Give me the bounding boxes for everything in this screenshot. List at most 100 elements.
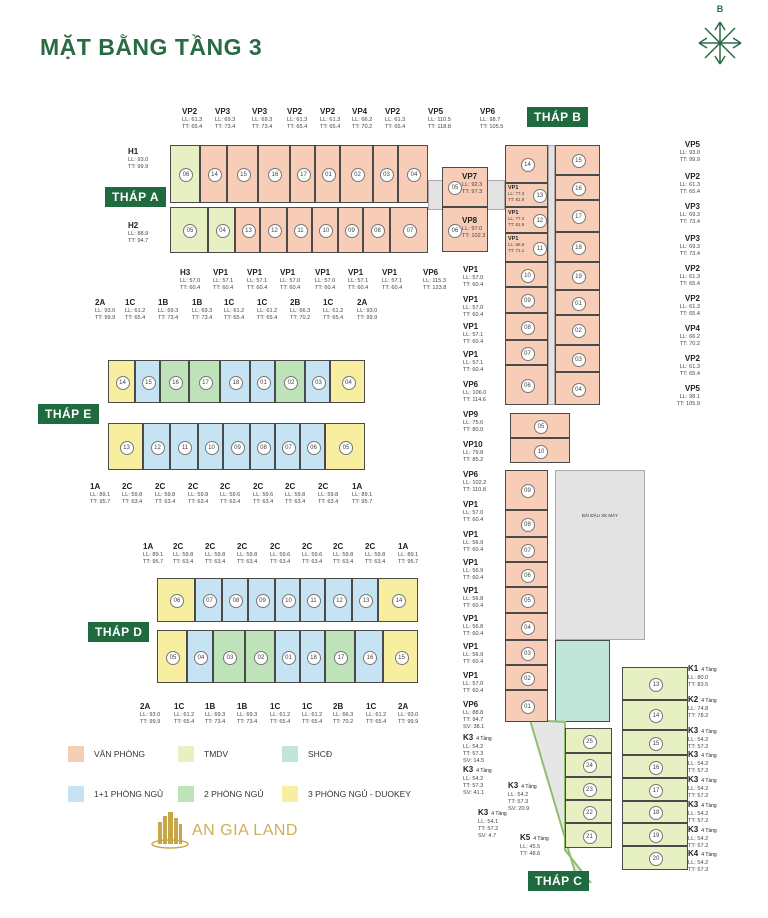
- unit[interactable]: 17: [622, 778, 688, 801]
- unit[interactable]: 01: [275, 630, 300, 683]
- unit[interactable]: 03: [555, 345, 600, 372]
- unit[interactable]: 07: [505, 537, 548, 562]
- unit[interactable]: 04: [208, 207, 235, 253]
- unit[interactable]: 17: [189, 360, 220, 403]
- unit[interactable]: 01: [250, 360, 275, 403]
- unit[interactable]: 04: [187, 630, 213, 683]
- unit[interactable]: 07: [195, 578, 222, 622]
- unit[interactable]: 18: [300, 630, 325, 683]
- unit[interactable]: 03: [305, 360, 330, 403]
- unit[interactable]: 07: [505, 340, 548, 365]
- unit[interactable]: 13: [235, 207, 260, 253]
- unit[interactable]: 06: [442, 207, 488, 252]
- unit[interactable]: 08: [363, 207, 390, 253]
- unit[interactable]: 06: [157, 578, 195, 622]
- unit-code-text: VP1: [463, 322, 479, 331]
- unit[interactable]: 10: [505, 262, 548, 287]
- unit[interactable]: 16: [258, 145, 290, 203]
- unit[interactable]: 03: [505, 640, 548, 665]
- unit[interactable]: 22: [565, 800, 612, 823]
- unit[interactable]: 06: [170, 145, 200, 203]
- unit[interactable]: 18: [220, 360, 250, 403]
- unit[interactable]: 06: [505, 365, 548, 405]
- unit[interactable]: 15: [622, 730, 688, 755]
- unit[interactable]: 23: [565, 777, 612, 800]
- unit[interactable]: 09: [248, 578, 275, 622]
- unit[interactable]: 06: [300, 423, 325, 470]
- unit[interactable]: 13: [505, 183, 548, 207]
- unit[interactable]: 14: [200, 145, 227, 203]
- unit[interactable]: 25: [565, 728, 612, 753]
- unit[interactable]: 14: [378, 578, 418, 622]
- unit[interactable]: 15: [555, 145, 600, 175]
- unit[interactable]: 17: [325, 630, 355, 683]
- unit[interactable]: 08: [505, 510, 548, 537]
- unit[interactable]: 05: [325, 423, 365, 470]
- unit[interactable]: 03: [373, 145, 398, 203]
- unit[interactable]: 11: [287, 207, 312, 253]
- unit[interactable]: 04: [505, 613, 548, 640]
- unit[interactable]: 06: [505, 562, 548, 587]
- unit[interactable]: 14: [505, 145, 548, 183]
- unit[interactable]: 16: [622, 755, 688, 778]
- unit[interactable]: 12: [325, 578, 352, 622]
- unit[interactable]: 19: [555, 262, 600, 290]
- unit[interactable]: 13: [622, 667, 688, 700]
- unit[interactable]: 16: [160, 360, 189, 403]
- unit[interactable]: 04: [398, 145, 428, 203]
- unit[interactable]: 17: [555, 200, 600, 232]
- unit[interactable]: 08: [505, 313, 548, 340]
- unit[interactable]: 05: [170, 207, 208, 253]
- unit[interactable]: 05: [510, 413, 570, 438]
- unit[interactable]: 15: [135, 360, 160, 403]
- unit[interactable]: 04: [555, 372, 600, 405]
- unit[interactable]: 12: [260, 207, 287, 253]
- unit[interactable]: 09: [338, 207, 363, 253]
- unit[interactable]: 17: [290, 145, 315, 203]
- unit[interactable]: 12: [505, 207, 548, 233]
- unit[interactable]: 05: [505, 587, 548, 613]
- unit[interactable]: 13: [352, 578, 378, 622]
- unit[interactable]: 02: [245, 630, 275, 683]
- unit[interactable]: 02: [340, 145, 373, 203]
- unit[interactable]: 10: [312, 207, 338, 253]
- unit[interactable]: 15: [227, 145, 258, 203]
- unit[interactable]: 08: [222, 578, 248, 622]
- unit[interactable]: 07: [390, 207, 428, 253]
- unit[interactable]: 08: [250, 423, 275, 470]
- unit[interactable]: 01: [555, 290, 600, 315]
- unit[interactable]: 19: [622, 823, 688, 846]
- unit[interactable]: 03: [213, 630, 245, 683]
- unit[interactable]: 09: [223, 423, 250, 470]
- unit[interactable]: 11: [505, 233, 548, 262]
- unit-number: 15: [394, 650, 409, 665]
- unit[interactable]: 15: [383, 630, 418, 683]
- unit[interactable]: 21: [565, 823, 612, 848]
- unit[interactable]: 04: [330, 360, 365, 403]
- unit[interactable]: 01: [315, 145, 340, 203]
- unit[interactable]: 18: [555, 232, 600, 262]
- unit[interactable]: 02: [555, 315, 600, 345]
- unit[interactable]: 16: [355, 630, 383, 683]
- unit[interactable]: 18: [622, 801, 688, 823]
- unit[interactable]: 07: [275, 423, 300, 470]
- unit[interactable]: 02: [275, 360, 305, 403]
- unit[interactable]: 11: [300, 578, 325, 622]
- unit[interactable]: 05: [157, 630, 187, 683]
- unit[interactable]: 10: [198, 423, 223, 470]
- unit[interactable]: 10: [510, 438, 570, 463]
- unit[interactable]: 24: [565, 753, 612, 777]
- unit[interactable]: 16: [555, 175, 600, 200]
- unit[interactable]: 13: [108, 423, 143, 470]
- unit[interactable]: 09: [505, 287, 548, 313]
- unit[interactable]: 02: [505, 665, 548, 690]
- unit[interactable]: 20: [622, 846, 688, 870]
- unit[interactable]: 12: [143, 423, 170, 470]
- unit[interactable]: 11: [170, 423, 198, 470]
- unit[interactable]: 10: [275, 578, 300, 622]
- unit[interactable]: 05: [442, 167, 488, 207]
- unit[interactable]: 01: [505, 690, 548, 722]
- unit[interactable]: 14: [622, 700, 688, 730]
- unit[interactable]: 09: [505, 470, 548, 510]
- unit[interactable]: 14: [108, 360, 135, 403]
